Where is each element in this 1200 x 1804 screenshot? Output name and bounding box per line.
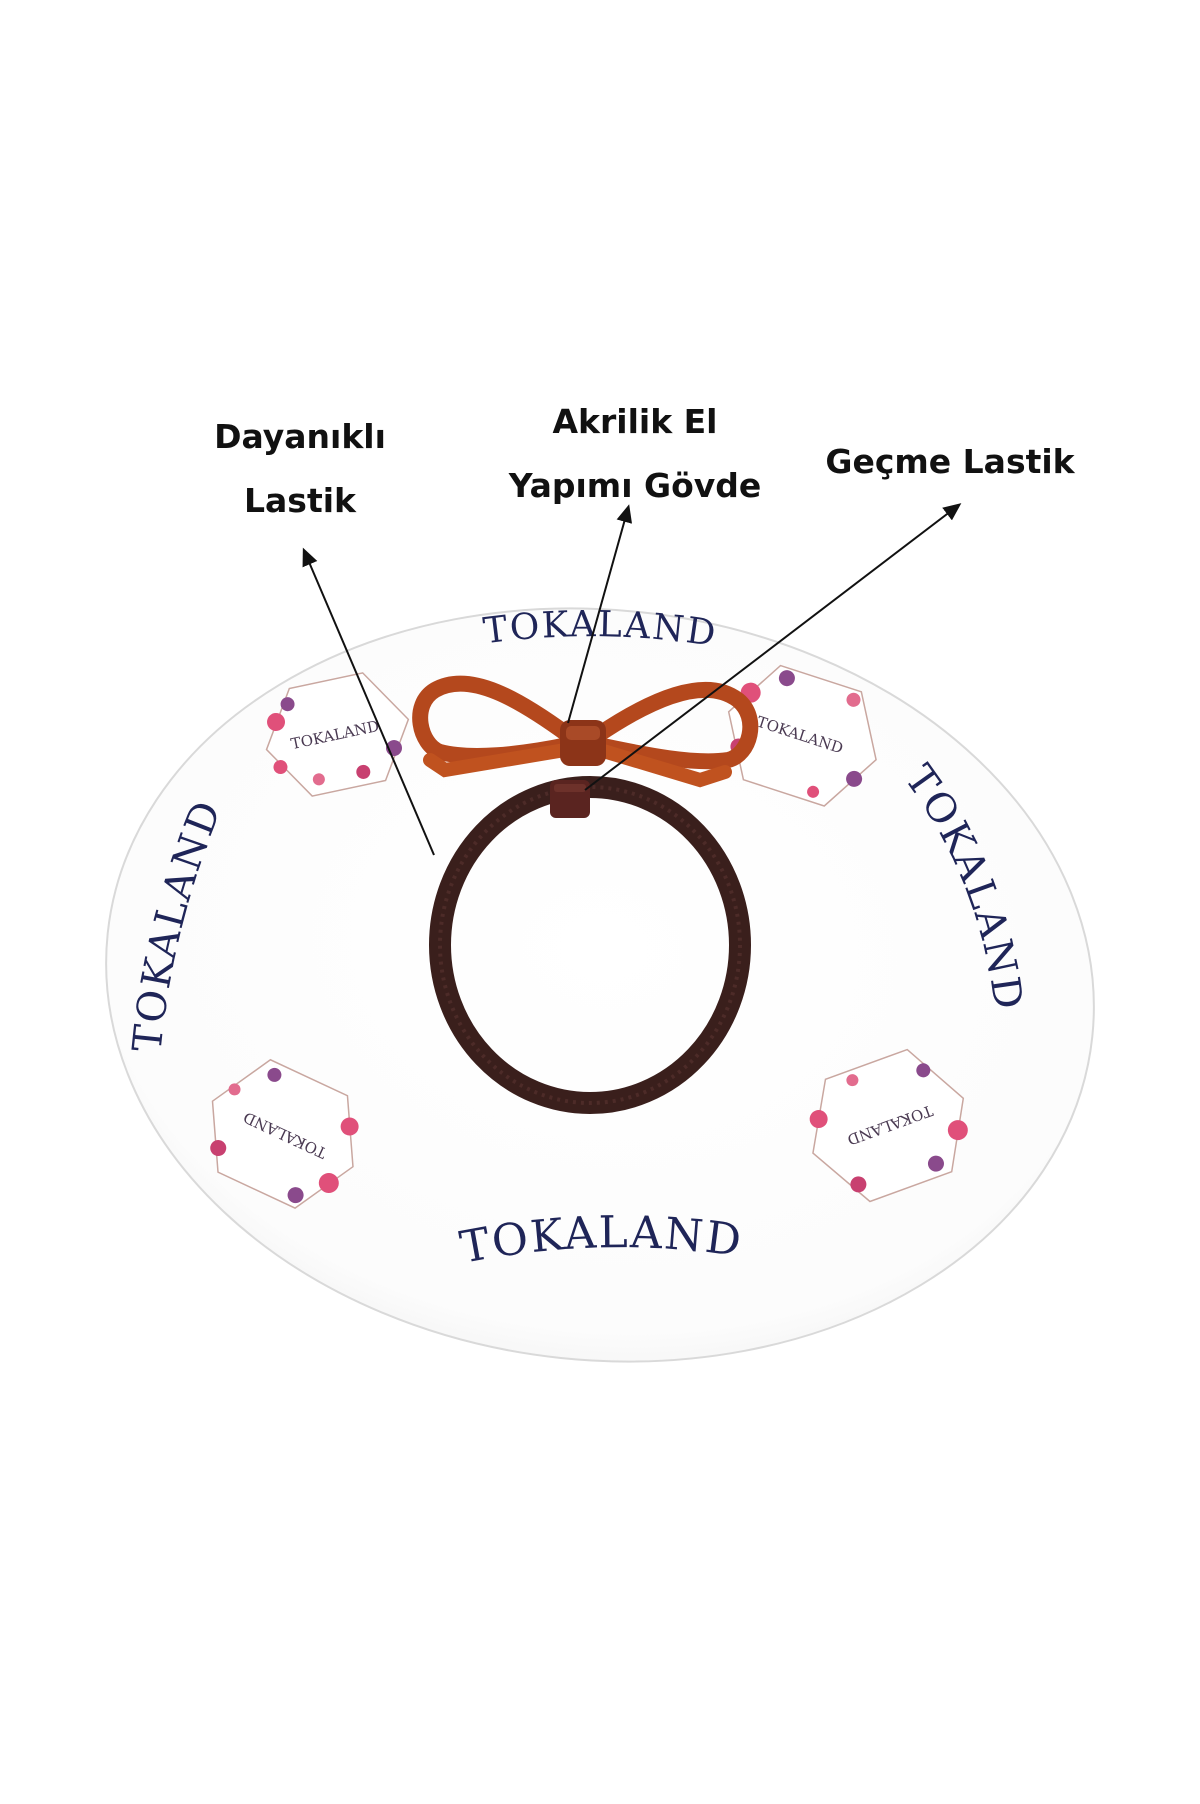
acrylic-bow [412, 675, 759, 788]
connector-clip [550, 780, 590, 818]
badge-bottom-right: TOKALAND [809, 1048, 968, 1203]
label-acrylic-body: Akrilik El Yapımı Gövde [490, 390, 780, 518]
arrow-acrylic-body [567, 504, 633, 724]
label-acrylic-body-line1: Akrilik El [552, 402, 718, 441]
pointer-arrows [302, 503, 962, 856]
label-durable-elastic-line1: Dayanıklı [214, 417, 386, 456]
label-acrylic-body-line2: Yapımı Gövde [508, 466, 762, 505]
label-connector-elastic-line1: Geçme Lastik [825, 442, 1075, 481]
arrow-durable-elastic [302, 547, 435, 856]
label-durable-elastic-line2: Lastik [244, 481, 356, 520]
label-durable-elastic: Dayanıklı Lastik [200, 405, 400, 533]
arrow-connector-elastic [584, 503, 962, 791]
display-card [105, 607, 1095, 1363]
label-connector-elastic: Geçme Lastik [800, 430, 1100, 494]
badge-bottom-left: TOKALAND [210, 1058, 359, 1209]
badge-top-left: TOKALAND [265, 672, 410, 797]
